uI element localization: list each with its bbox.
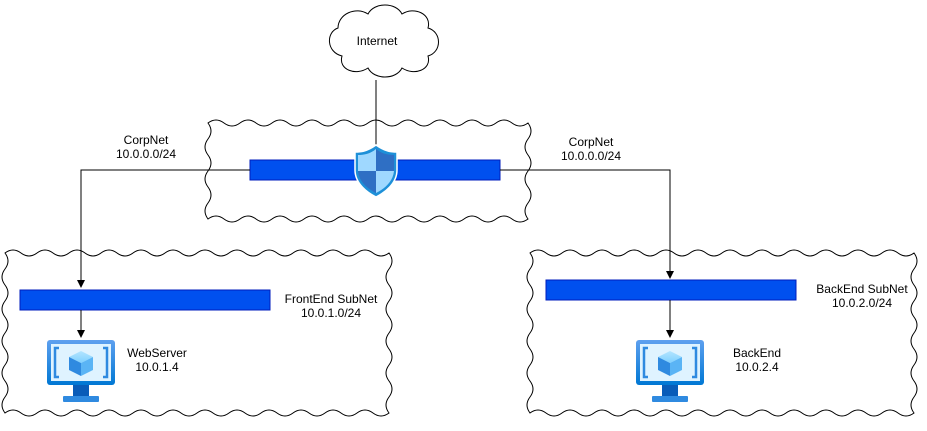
webserver-ip: 10.0.1.4 xyxy=(135,360,179,374)
corpnet-container xyxy=(204,119,532,223)
corpnet-to-backend-link xyxy=(500,169,674,279)
shield-icon xyxy=(354,144,398,198)
backend-container xyxy=(526,249,918,417)
backend-subnet-cidr: 10.0.2.0/24 xyxy=(832,296,892,310)
frontend-subnet-bar xyxy=(19,289,271,311)
backend-vm-ip: 10.0.2.4 xyxy=(735,360,779,374)
corpnet-to-frontend-link xyxy=(77,169,250,288)
corpnet-left-cidr: 10.0.0.0/24 xyxy=(116,147,176,161)
frontend-container xyxy=(1,249,393,417)
internet-label: Internet xyxy=(357,34,398,48)
virtual-machine-icon xyxy=(47,340,115,402)
backend-vm-name: BackEnd xyxy=(733,346,781,360)
corpnet-left-name: CorpNet xyxy=(124,133,169,147)
webserver-name: WebServer xyxy=(127,346,187,360)
corpnet-right-name: CorpNet xyxy=(569,135,614,149)
cloud-icon xyxy=(329,4,439,78)
backend-subnet-bar xyxy=(545,279,797,301)
backend-subnet-name: BackEnd SubNet xyxy=(816,282,908,296)
virtual-machine-icon xyxy=(636,340,704,402)
frontend-subnet-cidr: 10.0.1.0/24 xyxy=(301,306,361,320)
corpnet-right-cidr: 10.0.0.0/24 xyxy=(561,149,621,163)
frontend-subnet-name: FrontEnd SubNet xyxy=(285,292,378,306)
